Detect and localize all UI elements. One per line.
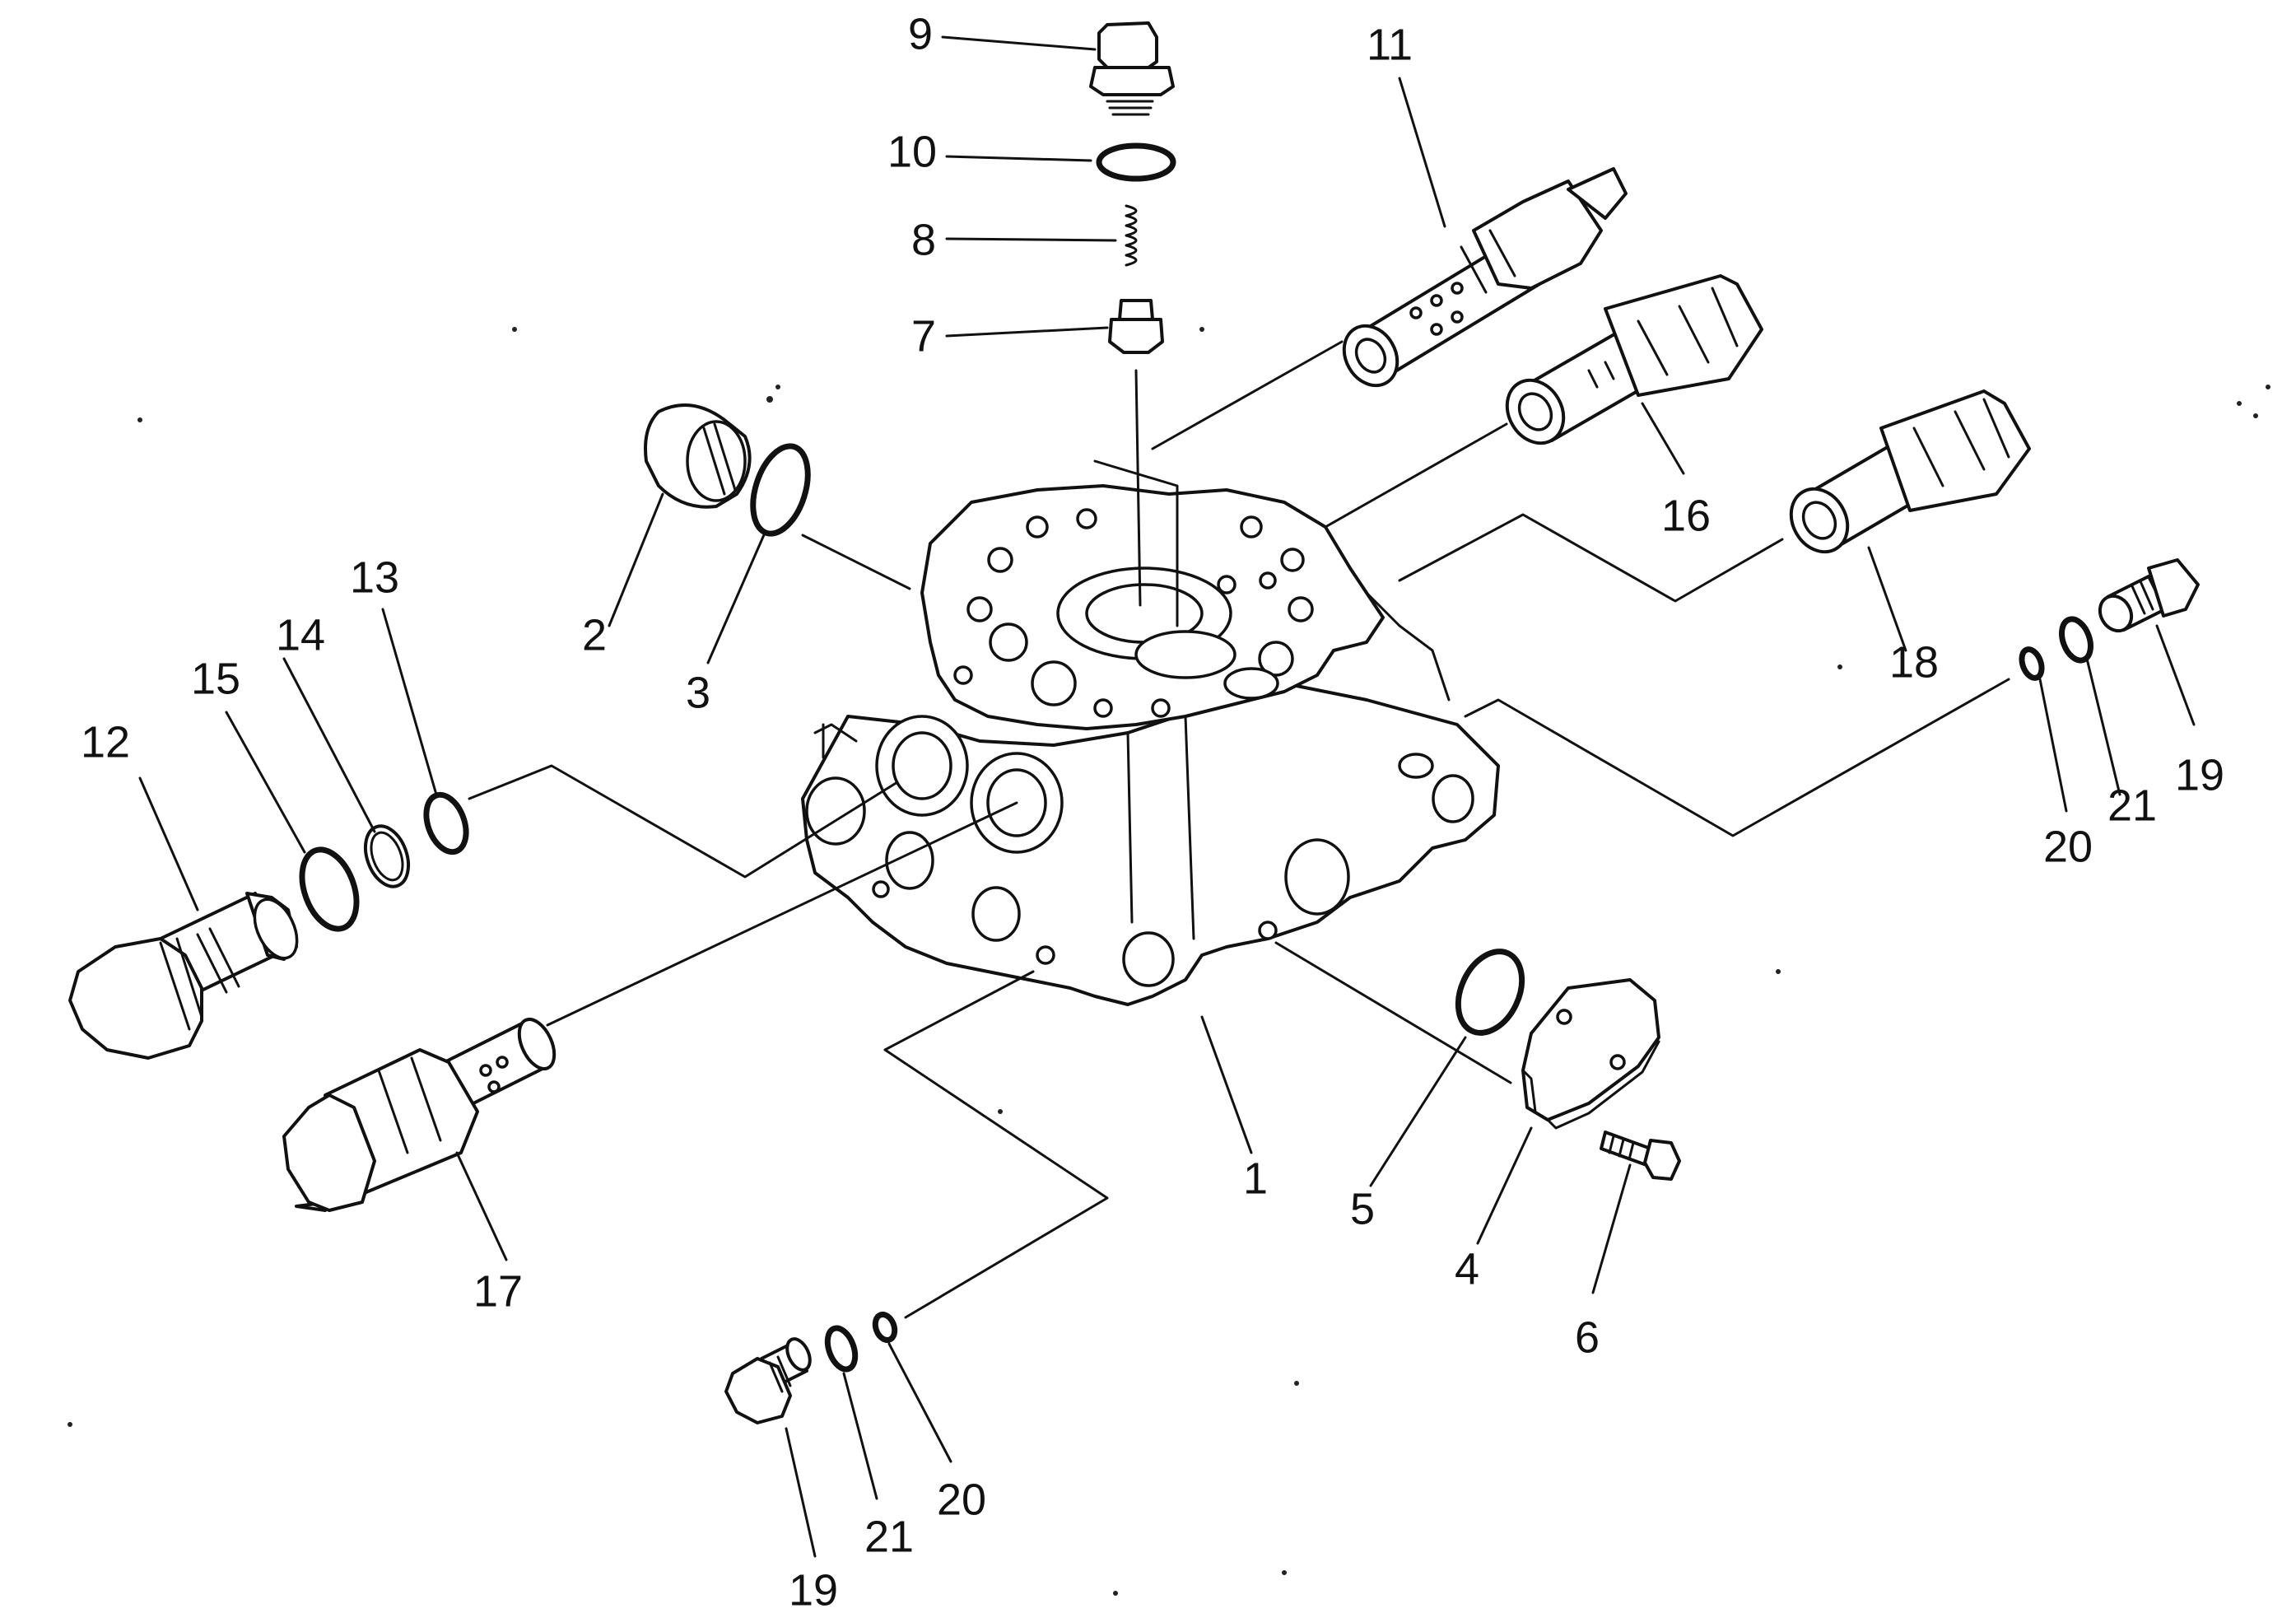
label-part-4: 4 [1455, 1244, 1479, 1294]
part-4-cover-plate [1521, 978, 1660, 1130]
label-part-12: 12 [81, 717, 130, 767]
label-part-19-bottom: 19 [789, 1565, 838, 1613]
label-part-1: 1 [1243, 1154, 1268, 1203]
leader-lines [468, 340, 2010, 1319]
part-19-plug-right [2098, 558, 2200, 633]
label-part-13: 13 [350, 552, 399, 602]
part-10-o-ring [1096, 142, 1176, 182]
label-part-21-right: 21 [2107, 781, 2157, 830]
scan-specks [68, 327, 2270, 1596]
label-part-20-bottom: 20 [937, 1475, 986, 1524]
part-20-o-ring-bottom [872, 1312, 898, 1343]
part-8-spring [1125, 204, 1138, 267]
part-3-o-ring [750, 443, 811, 537]
label-part-11: 11 [1367, 20, 1413, 69]
part-12-plug [68, 892, 299, 1060]
part-7-poppet [1108, 299, 1164, 354]
label-part-2: 2 [582, 610, 607, 660]
part-2-plug [644, 403, 752, 509]
label-part-20-right: 20 [2043, 822, 2093, 871]
part-17-cartridge [282, 1018, 557, 1212]
label-part-5: 5 [1350, 1184, 1375, 1233]
label-part-17: 17 [473, 1266, 523, 1316]
label-part-15: 15 [191, 654, 240, 703]
part-14-backup-ring [363, 824, 411, 888]
label-part-9: 9 [908, 9, 933, 58]
part-19-plug-bottom [724, 1337, 812, 1424]
valve-body [801, 484, 1500, 1006]
label-part-14: 14 [276, 610, 325, 660]
label-part-3: 3 [686, 668, 710, 717]
part-13-o-ring [423, 791, 469, 855]
part-9-plug [1089, 21, 1175, 116]
label-part-19-right: 19 [2175, 750, 2224, 800]
part-16-cartridge [1505, 274, 1763, 445]
label-part-21-bottom: 21 [864, 1512, 914, 1561]
label-part-6: 6 [1575, 1312, 1600, 1362]
callout-leaders [138, 35, 2196, 1558]
part-21-o-ring-right [2059, 616, 2093, 664]
label-part-8: 8 [911, 215, 936, 264]
part-number-labels: 9 10 8 7 11 16 18 19 21 20 2 3 13 14 15 … [81, 9, 2224, 1613]
label-part-10: 10 [887, 127, 937, 176]
part-18-cartridge [1789, 389, 2031, 554]
part-6-bolt [1600, 1130, 1681, 1181]
part-21-o-ring-bottom [824, 1325, 859, 1373]
label-part-16: 16 [1661, 491, 1711, 540]
label-part-18: 18 [1889, 637, 1939, 687]
part-11-spool [1342, 167, 1628, 388]
part-20-o-ring-right [2019, 646, 2045, 681]
part-5-o-ring [1455, 949, 1525, 1036]
part-15-o-ring [299, 846, 360, 932]
label-part-7: 7 [911, 311, 936, 361]
